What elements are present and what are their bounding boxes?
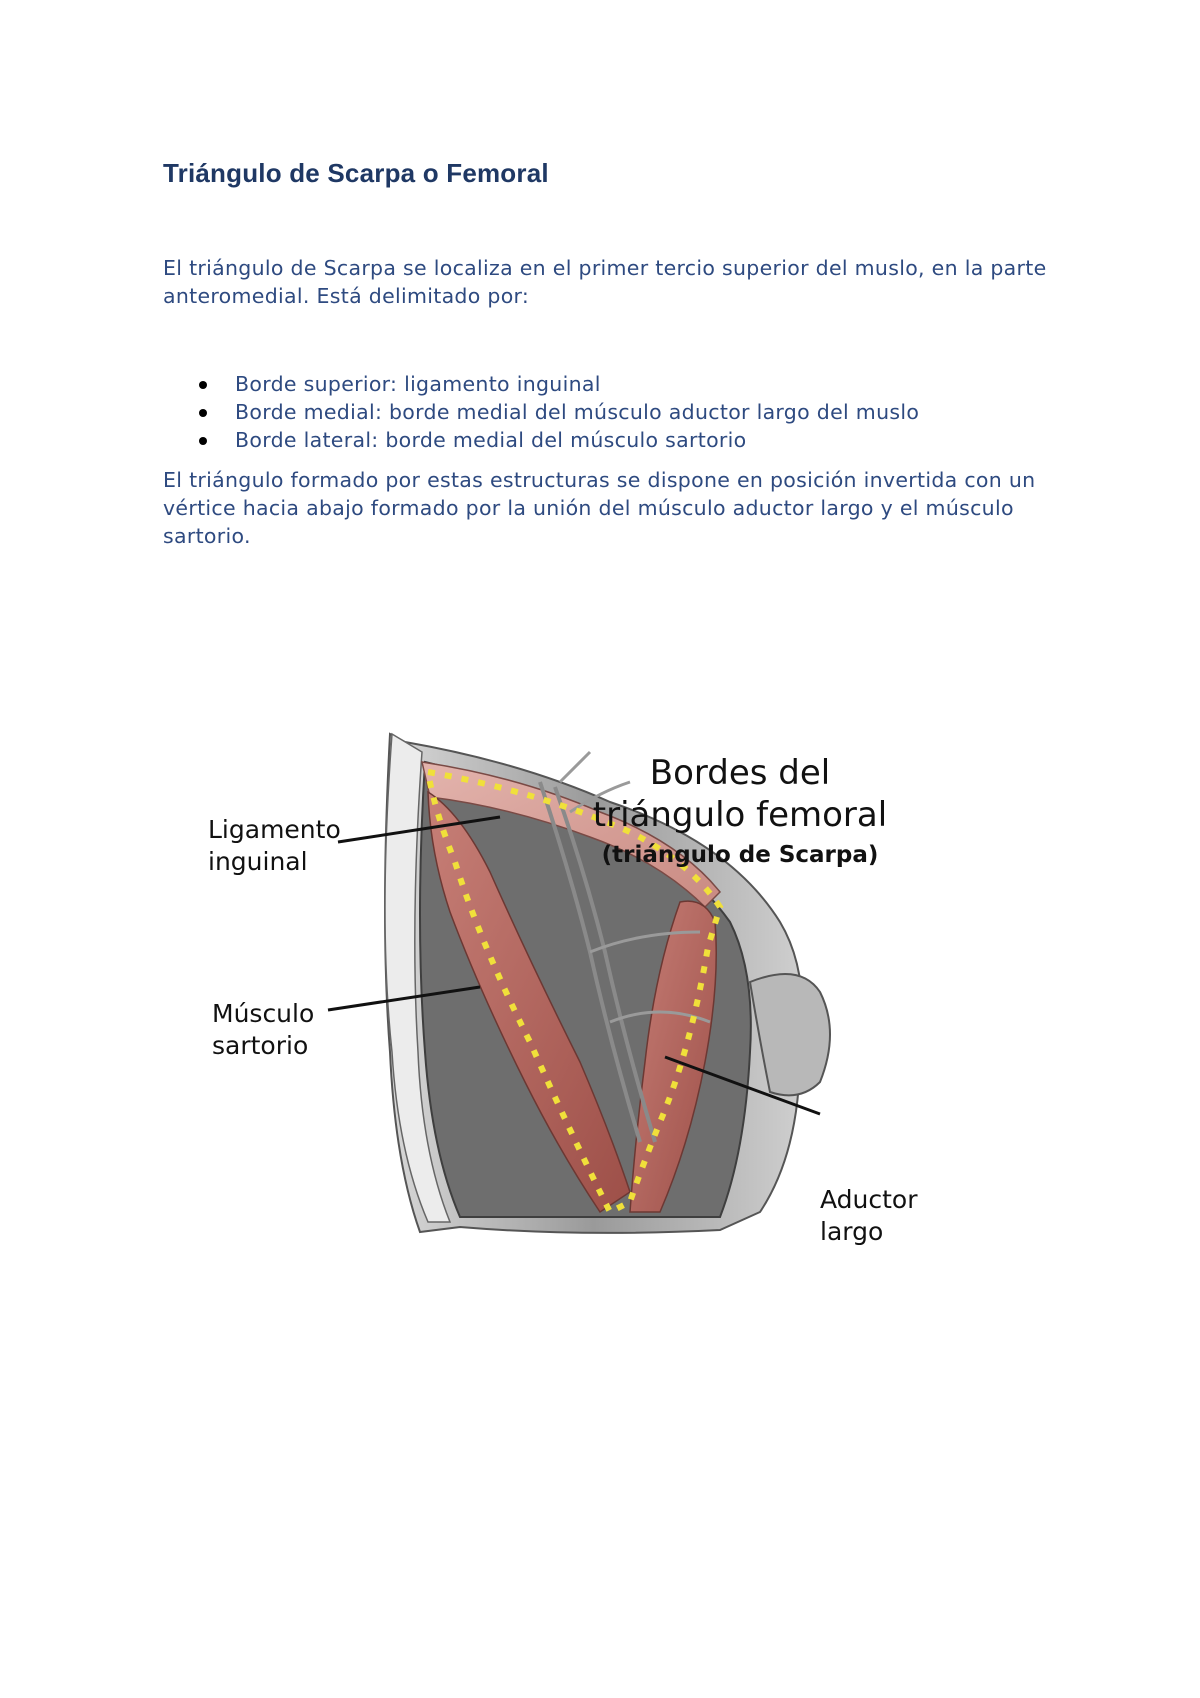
bullet-icon [199,381,207,389]
label-ligamento-1: Ligamento [208,815,341,844]
label-ligamento-2: inguinal [208,847,308,876]
list-item: Borde medial: borde medial del músculo a… [163,398,919,426]
figure-title-line1: Bordes del [650,753,830,793]
figure-subtitle: (triángulo de Scarpa) [602,842,879,868]
list-item-text: Borde lateral: borde medial del músculo … [235,428,747,452]
sartorius-muscle-shape [427,790,631,1214]
musculo-pointer [327,985,481,1012]
femoral-vessels [538,781,657,1143]
aductor-pointer [664,1055,821,1116]
label-aductor-1: Aductor [820,1185,918,1214]
borders-list: Borde superior: ligamento inguinal Borde… [163,370,919,454]
list-item: Borde lateral: borde medial del músculo … [163,426,919,454]
bullet-icon [199,437,207,445]
anatomy-figure: Bordes del triángulo femoral (triángulo … [160,722,1040,1302]
list-item-text: Borde superior: ligamento inguinal [235,372,601,396]
bullet-icon [199,409,207,417]
vessel-branches [558,750,711,1024]
list-item-text: Borde medial: borde medial del músculo a… [235,400,920,424]
description-paragraph: El triángulo formado por estas estructur… [163,468,1036,548]
figure-title-line2: triángulo femoral [593,795,887,835]
ligamento-pointer [337,815,501,844]
page-title: Triángulo de Scarpa o Femoral [163,158,549,188]
skin-edge [384,732,452,1223]
list-item: Borde superior: ligamento inguinal [163,370,919,398]
label-musculo-2: sartorio [212,1031,308,1060]
label-musculo-1: Músculo [212,999,314,1028]
intro-paragraph: El triángulo de Scarpa se localiza en el… [163,256,1047,308]
right-structure [748,973,831,1097]
label-aductor-2: largo [820,1217,883,1246]
anatomy-illustration: Bordes del triángulo femoral (triángulo … [208,732,918,1246]
triangle-outline [424,768,724,1217]
